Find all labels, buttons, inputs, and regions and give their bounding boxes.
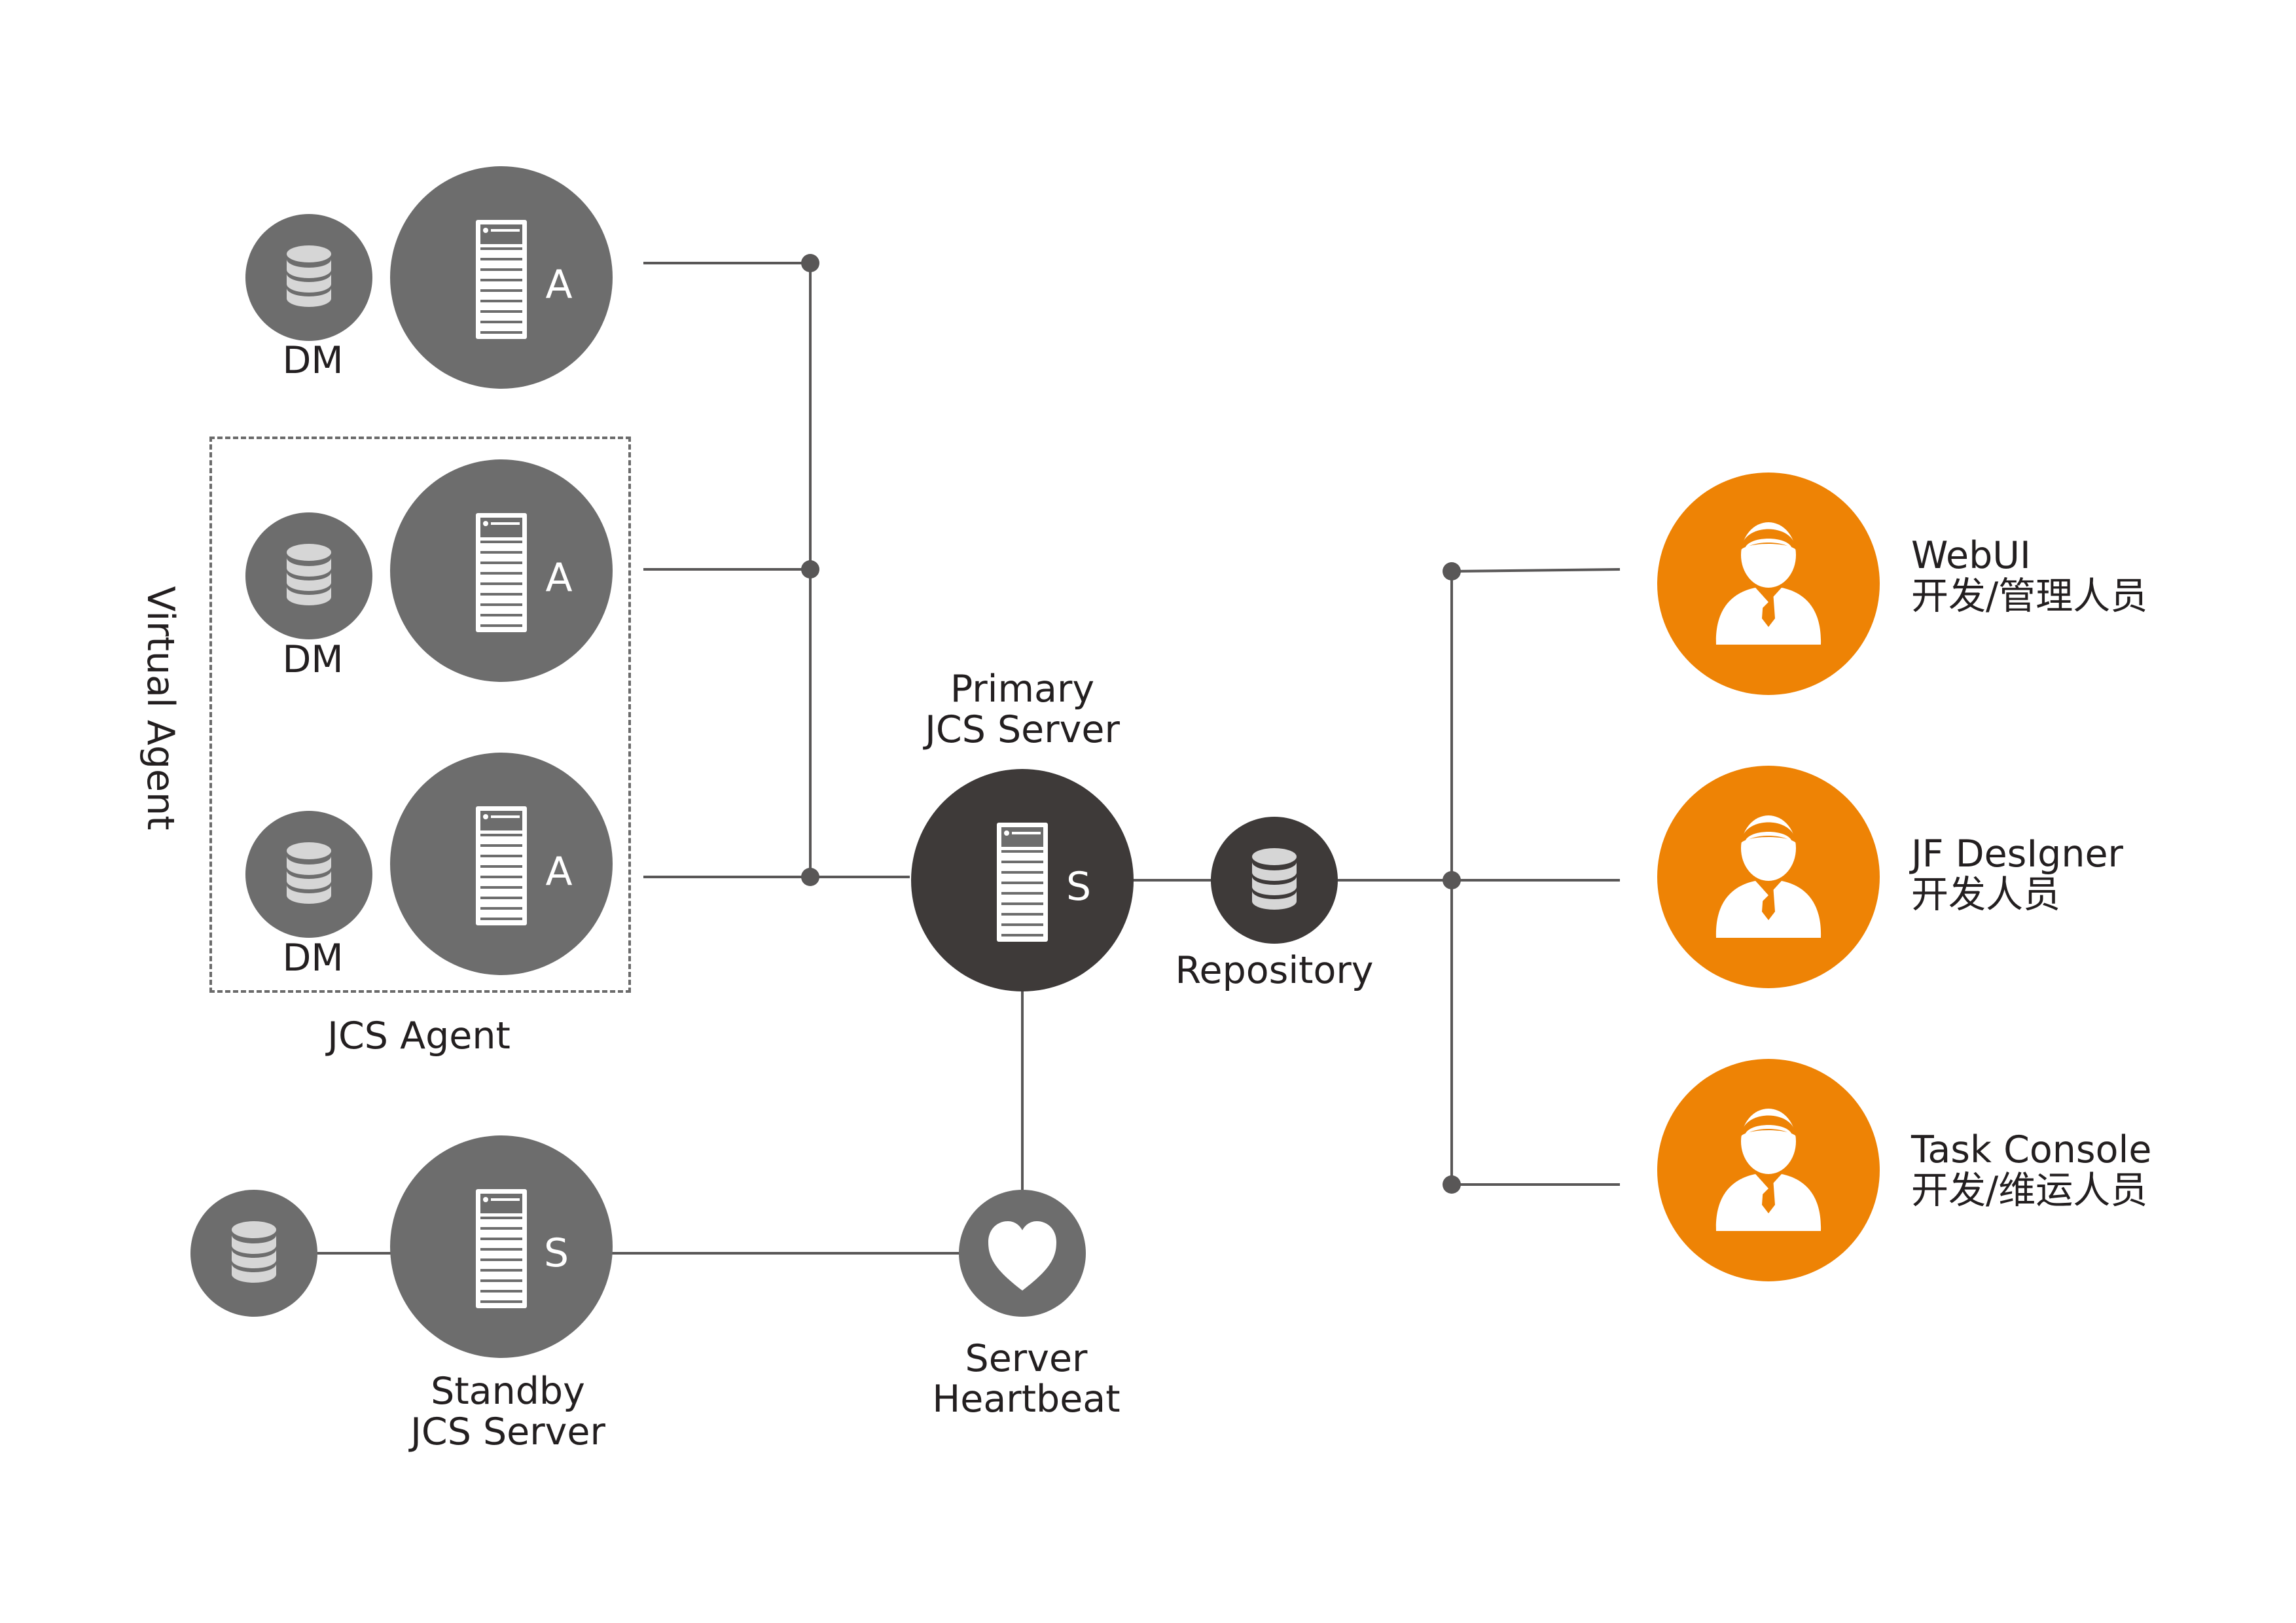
user-label-1: WebUI 开发/管理人员: [1911, 535, 2147, 616]
server-letter: A: [545, 849, 572, 895]
heartbeat-node: [959, 1190, 1086, 1317]
standby-label-line2: JCS Server: [410, 1410, 605, 1454]
jcs-agent-caption: JCS Agent: [327, 1014, 511, 1058]
agent-node-2: A DM: [245, 459, 613, 682]
junction-dot: [801, 254, 819, 272]
heart-icon: [988, 1221, 1056, 1291]
connector-dots: [801, 254, 1461, 1194]
user-title: Task Console: [1911, 1128, 2152, 1171]
agent-node-3: A DM: [245, 753, 613, 980]
user-label-3: Task Console 开发/维运人员: [1911, 1130, 2151, 1211]
primary-server-label: Primary JCS Server: [925, 669, 1120, 750]
virtual-agent-label: Virtual Agent: [139, 586, 182, 830]
db-label: DM: [282, 936, 343, 980]
primary-server-node: S: [911, 769, 1134, 991]
primary-label-line1: Primary: [950, 668, 1095, 711]
repository-node: [1211, 817, 1338, 944]
server-rack-icon: [476, 220, 527, 339]
standby-server-label: Standby JCS Server: [410, 1371, 605, 1452]
user-subtitle: 开发人员: [1911, 873, 2060, 916]
heartbeat-label-line1: Server: [965, 1337, 1088, 1380]
user-title: WebUI: [1911, 534, 2031, 577]
junction-dot: [1443, 871, 1461, 889]
server-letter: S: [1066, 864, 1091, 910]
user-subtitle: 开发/管理人员: [1911, 575, 2148, 618]
server-rack-icon: [997, 823, 1048, 942]
user-subtitle: 开发/维运人员: [1911, 1169, 2148, 1212]
junction-dot: [1443, 1175, 1461, 1194]
repository-label: Repository: [1175, 949, 1374, 992]
server-letter: A: [545, 555, 572, 601]
user-title: JF DesIgner: [1911, 832, 2123, 876]
user-node-3: [1657, 1059, 1880, 1281]
junction-dot: [801, 868, 819, 886]
junction-dot: [1443, 562, 1461, 580]
agent-node-1: A DM: [245, 166, 613, 389]
user-node-2: [1657, 766, 1880, 988]
heartbeat-label: Server Heartbeat: [932, 1338, 1120, 1419]
user-node-1: [1657, 473, 1880, 695]
server-letter: S: [544, 1230, 569, 1276]
user1-link: [1451, 568, 1621, 573]
standby-label-line1: Standby: [431, 1370, 585, 1413]
heartbeat-label-line2: Heartbeat: [932, 1378, 1121, 1421]
server-letter: A: [545, 262, 572, 308]
db-label: DM: [282, 339, 343, 382]
virtual-agent-group-outline: [209, 437, 631, 993]
junction-dot: [801, 560, 819, 579]
db-label: DM: [282, 638, 343, 681]
user-label-2: JF DesIgner 开发人员: [1911, 834, 2123, 915]
primary-label-line2: JCS Server: [925, 708, 1120, 751]
server-rack-icon: [476, 1189, 527, 1308]
standby-server-group: S: [190, 1135, 613, 1358]
